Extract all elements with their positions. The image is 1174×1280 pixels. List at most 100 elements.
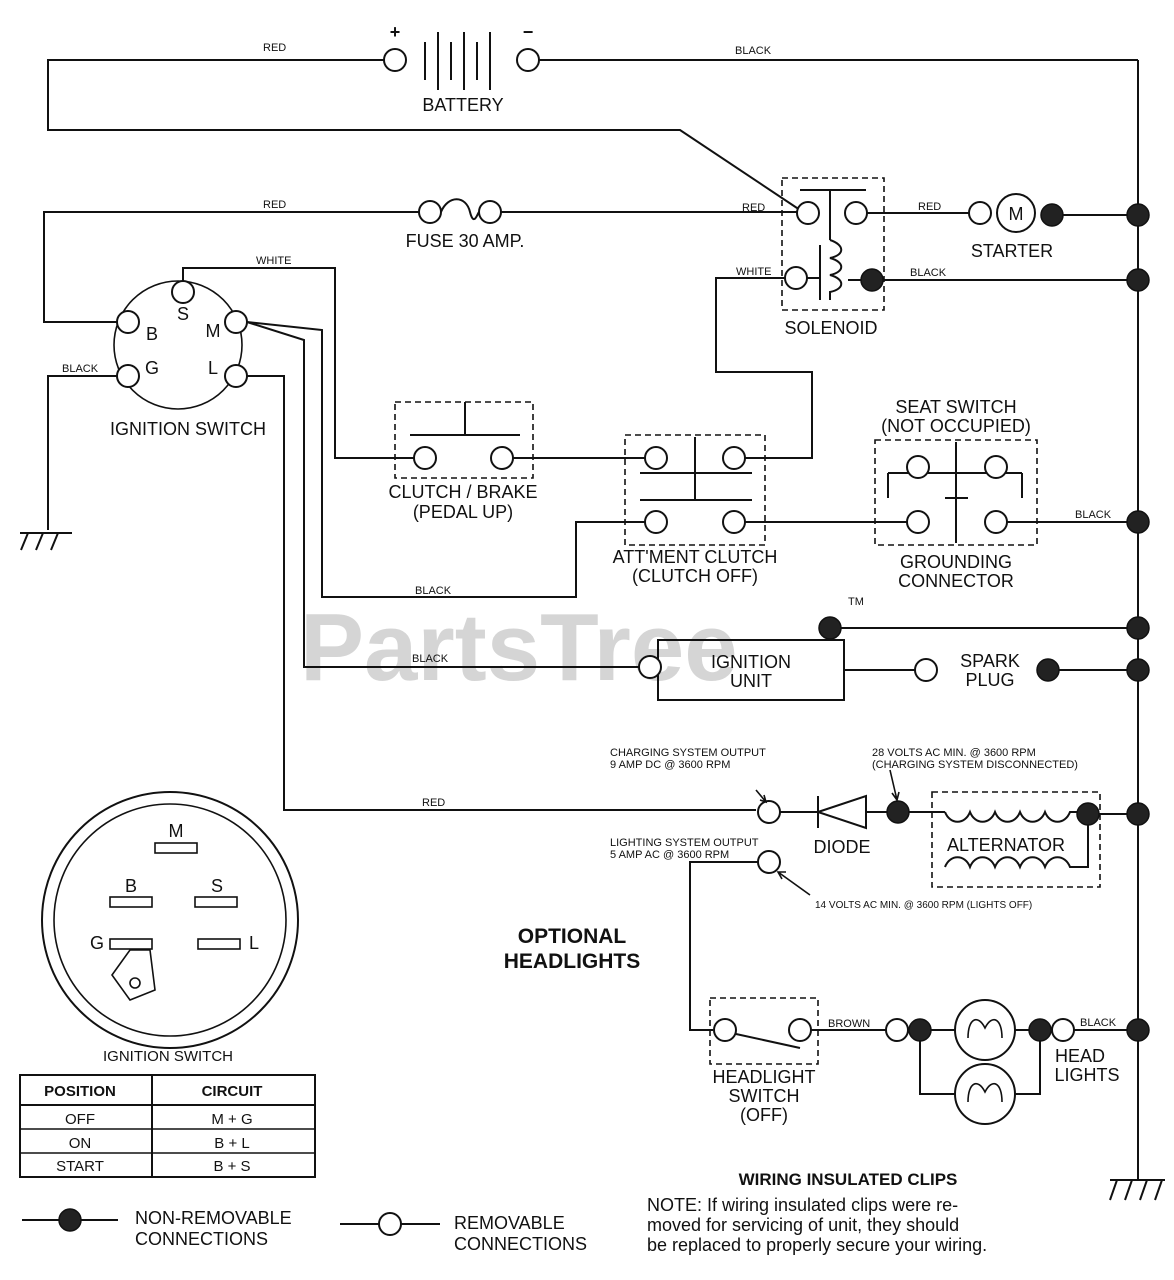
- battery-plus: +: [390, 22, 401, 42]
- starter-label: STARTER: [971, 241, 1053, 261]
- wire-black-clutch: [246, 321, 645, 598]
- wire-black-ign-ground: [47, 375, 117, 530]
- battery-label: BATTERY: [422, 95, 503, 115]
- wire-label-white-solenoid: WHITE: [736, 266, 771, 278]
- wire-label-black-solenoid: BLACK: [910, 267, 947, 279]
- ignition-switch: B S M G L IGNITION SWITCH WHITE BLACK BL…: [20, 255, 756, 811]
- wire-label-black-ign-unit: BLACK: [412, 653, 449, 665]
- grounding-label-1: GROUNDING: [900, 552, 1012, 572]
- alternator-label: ALTERNATOR: [947, 835, 1065, 855]
- wire-black-ign-unit: [246, 321, 640, 668]
- detail-term-g: G: [90, 933, 104, 953]
- legend-removable-1: REMOVABLE: [454, 1213, 565, 1233]
- wire-red-charging: [247, 375, 756, 811]
- seat-switch: SEAT SWITCH (NOT OCCUPIED) GROUNDING CON…: [874, 397, 1150, 591]
- clips-note: WIRING INSULATED CLIPS NOTE: If wiring i…: [647, 1170, 987, 1255]
- legend-non-removable-1: NON-REMOVABLE: [135, 1208, 292, 1228]
- clips-note-line-2: moved for servicing of unit, they should: [647, 1215, 959, 1235]
- ign-term-m: M: [206, 321, 221, 341]
- ac-min-2: (CHARGING SYSTEM DISCONNECTED): [872, 759, 1078, 771]
- watermark-text: PartsTree: [300, 594, 738, 701]
- table-row-pos: ON: [69, 1135, 92, 1152]
- wire-label-red-starter: RED: [918, 201, 941, 213]
- clutch-brake-switch: CLUTCH / BRAKE (PEDAL UP): [388, 401, 645, 522]
- wire-white-solenoid: [715, 277, 813, 459]
- clips-note-line-3: be replaced to properly secure your wiri…: [647, 1235, 987, 1255]
- lights-off-note: 14 VOLTS AC MIN. @ 3600 RPM (LIGHTS OFF): [815, 900, 1032, 911]
- ground-symbol-left: [20, 532, 72, 551]
- detail-term-l: L: [249, 933, 259, 953]
- ign-term-s: S: [177, 304, 189, 324]
- headlight-switch-label-1: HEADLIGHT: [712, 1067, 815, 1087]
- spark-plug-label-2: PLUG: [965, 670, 1014, 690]
- table-header-circuit: CIRCUIT: [202, 1083, 263, 1100]
- wire-label-red-battery: RED: [263, 42, 286, 54]
- att-clutch-label-1: ATT'MENT CLUTCH: [613, 547, 778, 567]
- ignition-switch-label: IGNITION SWITCH: [110, 419, 266, 439]
- headlight-switch-label-3: (OFF): [740, 1105, 788, 1125]
- seat-switch-title-2: (NOT OCCUPIED): [881, 416, 1031, 436]
- ac-min-1: 28 VOLTS AC MIN. @ 3600 RPM: [872, 747, 1036, 759]
- headlight-switch-label-2: SWITCH: [729, 1086, 800, 1106]
- ignition-switch-detail: M B S G L: [41, 791, 299, 1049]
- ignition-unit-label-1: IGNITION: [711, 652, 791, 672]
- starter: M STARTER RED: [867, 193, 1150, 292]
- wire-label-red-solenoid: RED: [742, 202, 765, 214]
- wire-label-black-clutch: BLACK: [415, 585, 452, 597]
- wire-red-battery: [47, 59, 801, 211]
- wire-label-black-battery: BLACK: [735, 45, 772, 57]
- optional-label-1: OPTIONAL: [518, 925, 627, 948]
- wire-white-ign: [182, 267, 414, 459]
- clips-note-title: WIRING INSULATED CLIPS: [739, 1170, 958, 1189]
- legend-non-removable-2: CONNECTIONS: [135, 1229, 268, 1249]
- ground-symbol-right: [1109, 1179, 1165, 1201]
- wire-label-black-seat: BLACK: [1075, 509, 1112, 521]
- legend-removable-2: CONNECTIONS: [454, 1234, 587, 1254]
- table-row-pos: START: [56, 1158, 104, 1175]
- ignition-position-table: IGNITION SWITCH POSITION CIRCUIT OFF M +…: [19, 1048, 316, 1178]
- charging-output-1: CHARGING SYSTEM OUTPUT: [610, 747, 766, 759]
- wire-label-black-ground: BLACK: [62, 363, 99, 375]
- watermark: PartsTree TM: [300, 594, 864, 701]
- attachment-clutch-switch: ATT'MENT CLUTCH (CLUTCH OFF): [613, 434, 912, 586]
- ign-term-l: L: [208, 358, 218, 378]
- detail-term-m: M: [169, 821, 184, 841]
- att-clutch-label-2: (CLUTCH OFF): [632, 566, 758, 586]
- lighting-output-1: LIGHTING SYSTEM OUTPUT: [610, 837, 759, 849]
- wire-label-brown: BROWN: [828, 1018, 870, 1030]
- ign-term-b: B: [146, 324, 158, 344]
- table-title: IGNITION SWITCH: [103, 1048, 233, 1065]
- detail-term-b: B: [125, 876, 137, 896]
- wire-red-fuse-left: [43, 211, 430, 323]
- battery: + − BATTERY RED BLACK: [47, 22, 1138, 211]
- table-row-circuit: B + S: [213, 1158, 250, 1175]
- spark-plug-label-1: SPARK: [960, 651, 1020, 671]
- headlight-circuit: OPTIONAL HEADLIGHTS BROWN BLACK HEADLIGH…: [504, 925, 1150, 1125]
- seat-switch-title-1: SEAT SWITCH: [895, 397, 1016, 417]
- table-row-circuit: M + G: [211, 1111, 252, 1128]
- head-lights-label-1: HEAD: [1055, 1046, 1105, 1066]
- charging-system: DIODE ALTERNATOR CHARGING SYSTEM OUTPUT …: [610, 747, 1150, 1031]
- optional-label-2: HEADLIGHTS: [504, 950, 641, 973]
- fuse: FUSE 30 AMP. RED RED: [43, 198, 808, 323]
- head-lights-label-2: LIGHTS: [1054, 1065, 1119, 1085]
- connection-legend: NON-REMOVABLE CONNECTIONS REMOVABLE CONN…: [22, 1208, 587, 1254]
- grounding-label-2: CONNECTOR: [898, 571, 1014, 591]
- clutch-brake-label-1: CLUTCH / BRAKE: [388, 482, 537, 502]
- ign-term-g: G: [145, 358, 159, 378]
- lighting-output-2: 5 AMP AC @ 3600 RPM: [610, 849, 729, 861]
- charging-output-2: 9 AMP DC @ 3600 RPM: [610, 759, 730, 771]
- solenoid-label: SOLENOID: [784, 318, 877, 338]
- diode-label: DIODE: [813, 837, 870, 857]
- wire-label-white-ign: WHITE: [256, 255, 291, 267]
- detail-term-s: S: [211, 876, 223, 896]
- starter-symbol: M: [1009, 204, 1024, 224]
- wire-label-black-headlights: BLACK: [1080, 1017, 1117, 1029]
- clutch-brake-label-2: (PEDAL UP): [413, 502, 513, 522]
- table-row-pos: OFF: [65, 1111, 95, 1128]
- fuse-label: FUSE 30 AMP.: [406, 231, 525, 251]
- ignition-unit: IGNITION UNIT SPARK PLUG: [638, 616, 1150, 701]
- table-header-position: POSITION: [44, 1083, 116, 1100]
- wire-label-red-fuse: RED: [263, 199, 286, 211]
